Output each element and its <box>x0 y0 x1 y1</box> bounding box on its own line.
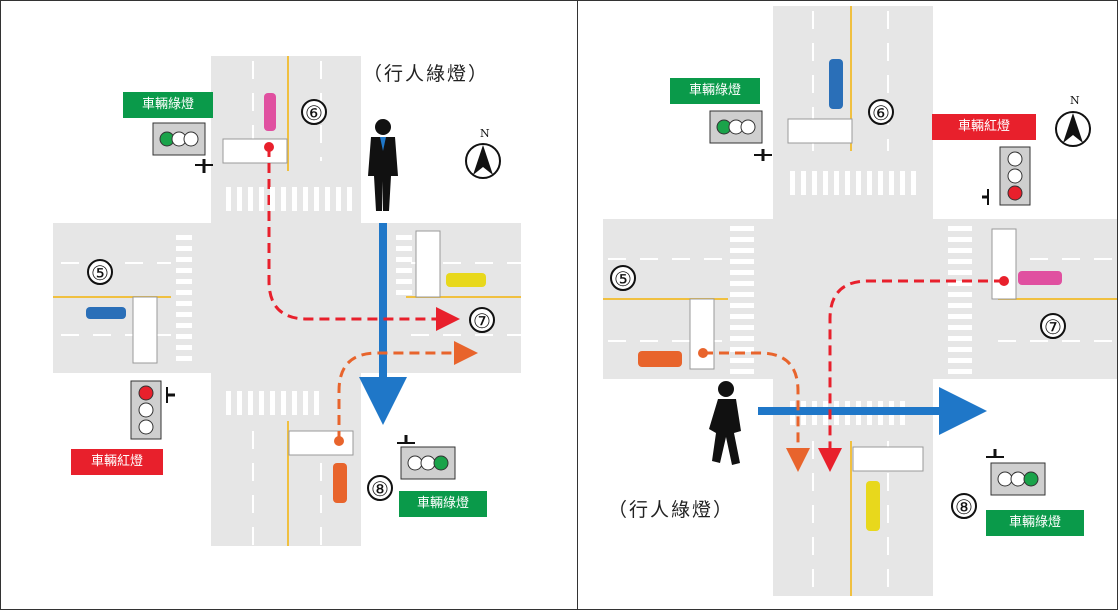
pink-car <box>264 93 276 131</box>
left-intersection-illustration <box>53 56 521 546</box>
vehicle-red-label-top-right: 車輛紅燈 <box>932 114 1036 140</box>
red-vehicle-path <box>818 276 1009 472</box>
stop-box-west <box>132 296 158 364</box>
orange-car <box>638 351 682 367</box>
vehicle-green-label-bottom-right: 車輛綠燈 <box>986 510 1084 536</box>
right-intersection-illustration <box>603 6 1117 601</box>
stop-box-east <box>991 228 1017 300</box>
vehicle-red-label-bottom-left: 車輛紅燈 <box>71 449 163 475</box>
left-diagram-panel: （行人綠燈） N 車輛綠燈 車輛紅燈 車輛綠燈 ⑤ ⑥ ⑦ ⑧ <box>0 0 578 610</box>
vehicle-green-label-top-left: 車輛綠燈 <box>670 78 760 104</box>
stop-box-south <box>852 446 924 472</box>
marker-5: ⑤ <box>610 265 636 291</box>
marker-6: ⑥ <box>301 99 327 125</box>
marker-7: ⑦ <box>1040 313 1066 339</box>
traffic-light-top-left <box>152 122 213 173</box>
traffic-light-bottom-right <box>986 449 1046 496</box>
stop-box-north <box>222 138 288 164</box>
traffic-light-bottom-right <box>397 435 456 480</box>
marker-6: ⑥ <box>868 99 894 125</box>
pedestrian-figure <box>709 381 741 465</box>
red-vehicle-path <box>264 142 460 331</box>
traffic-light-bottom-left <box>130 380 175 440</box>
orange-vehicle-path <box>334 341 478 446</box>
pedestrian-green-label: （行人綠燈） <box>363 63 490 85</box>
right-diagram-panel: （行人綠燈） N 車輛綠燈 車輛紅燈 車輛綠燈 ⑤ ⑥ ⑦ ⑧ <box>577 0 1118 610</box>
blue-car <box>829 59 843 109</box>
orange-vehicle-path <box>698 348 810 472</box>
vehicle-green-label-bottom-right: 車輛綠燈 <box>399 491 487 517</box>
marker-8: ⑧ <box>951 493 977 519</box>
traffic-light-top-left <box>709 110 772 161</box>
marker-7: ⑦ <box>469 307 495 333</box>
pink-car <box>1018 271 1062 285</box>
pedestrian-figure <box>368 119 398 211</box>
vehicle-green-label-top-left: 車輛綠燈 <box>123 92 213 118</box>
traffic-light-top-right <box>982 146 1031 206</box>
stop-box-east <box>415 230 441 298</box>
stop-box-north <box>787 118 853 144</box>
pedestrian-green-label: （行人綠燈） <box>608 499 735 521</box>
north-compass-icon <box>465 143 501 179</box>
blue-car <box>86 307 126 319</box>
yellow-car <box>446 273 486 287</box>
marker-5: ⑤ <box>87 259 113 285</box>
stop-box-west <box>689 298 715 370</box>
orange-car <box>333 463 347 503</box>
north-label: N <box>1070 94 1080 107</box>
marker-8: ⑧ <box>367 475 393 501</box>
yellow-car <box>866 481 880 531</box>
north-compass-icon <box>1055 111 1091 147</box>
north-label: N <box>480 127 490 140</box>
zebra-stripes <box>176 187 412 415</box>
